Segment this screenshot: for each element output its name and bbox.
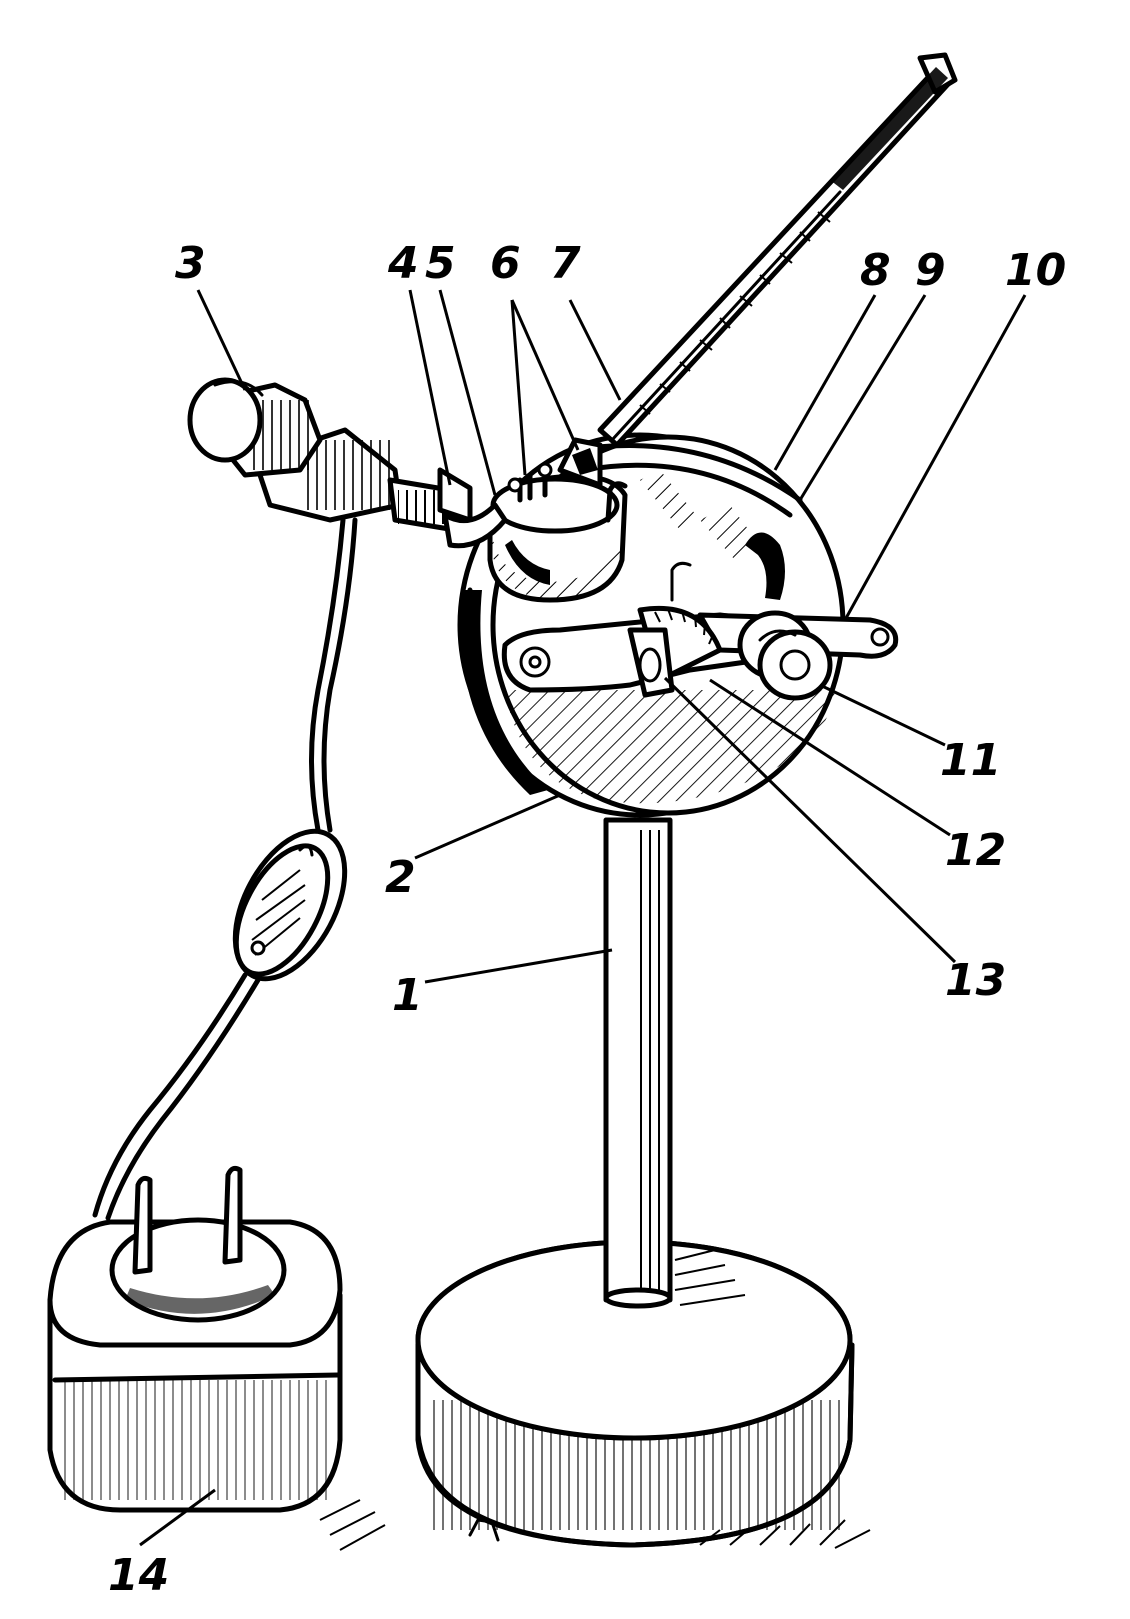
- label-5: 5: [425, 238, 456, 289]
- vertical-rod: [603, 817, 746, 1309]
- label-6: 6: [490, 238, 521, 289]
- leader-lines: [139, 289, 1027, 1547]
- label-7: 7: [550, 238, 581, 289]
- label-8: 8: [860, 245, 891, 296]
- label-13: 13: [945, 955, 1006, 1006]
- label-14: 14: [108, 1550, 169, 1601]
- cable-switch: [232, 828, 348, 982]
- part-labels: 1 2 3 4 5 6 7 8 9 10 11 12 13 14: [108, 238, 1066, 1601]
- cable: [92, 517, 358, 1221]
- label-10: 10: [1005, 245, 1066, 296]
- label-3: 3: [175, 238, 206, 289]
- lamp-tube: [187, 377, 508, 549]
- label-12: 12: [945, 825, 1006, 876]
- graduated-rod: [597, 52, 958, 448]
- lever-arm: [501, 605, 899, 701]
- transformer-plug: [47, 1165, 386, 1551]
- label-2: 2: [385, 852, 416, 903]
- label-11: 11: [940, 735, 1001, 786]
- label-1: 1: [392, 970, 423, 1021]
- label-4: 4: [387, 238, 419, 289]
- label-9: 9: [915, 245, 946, 296]
- clamp-block: [487, 437, 628, 603]
